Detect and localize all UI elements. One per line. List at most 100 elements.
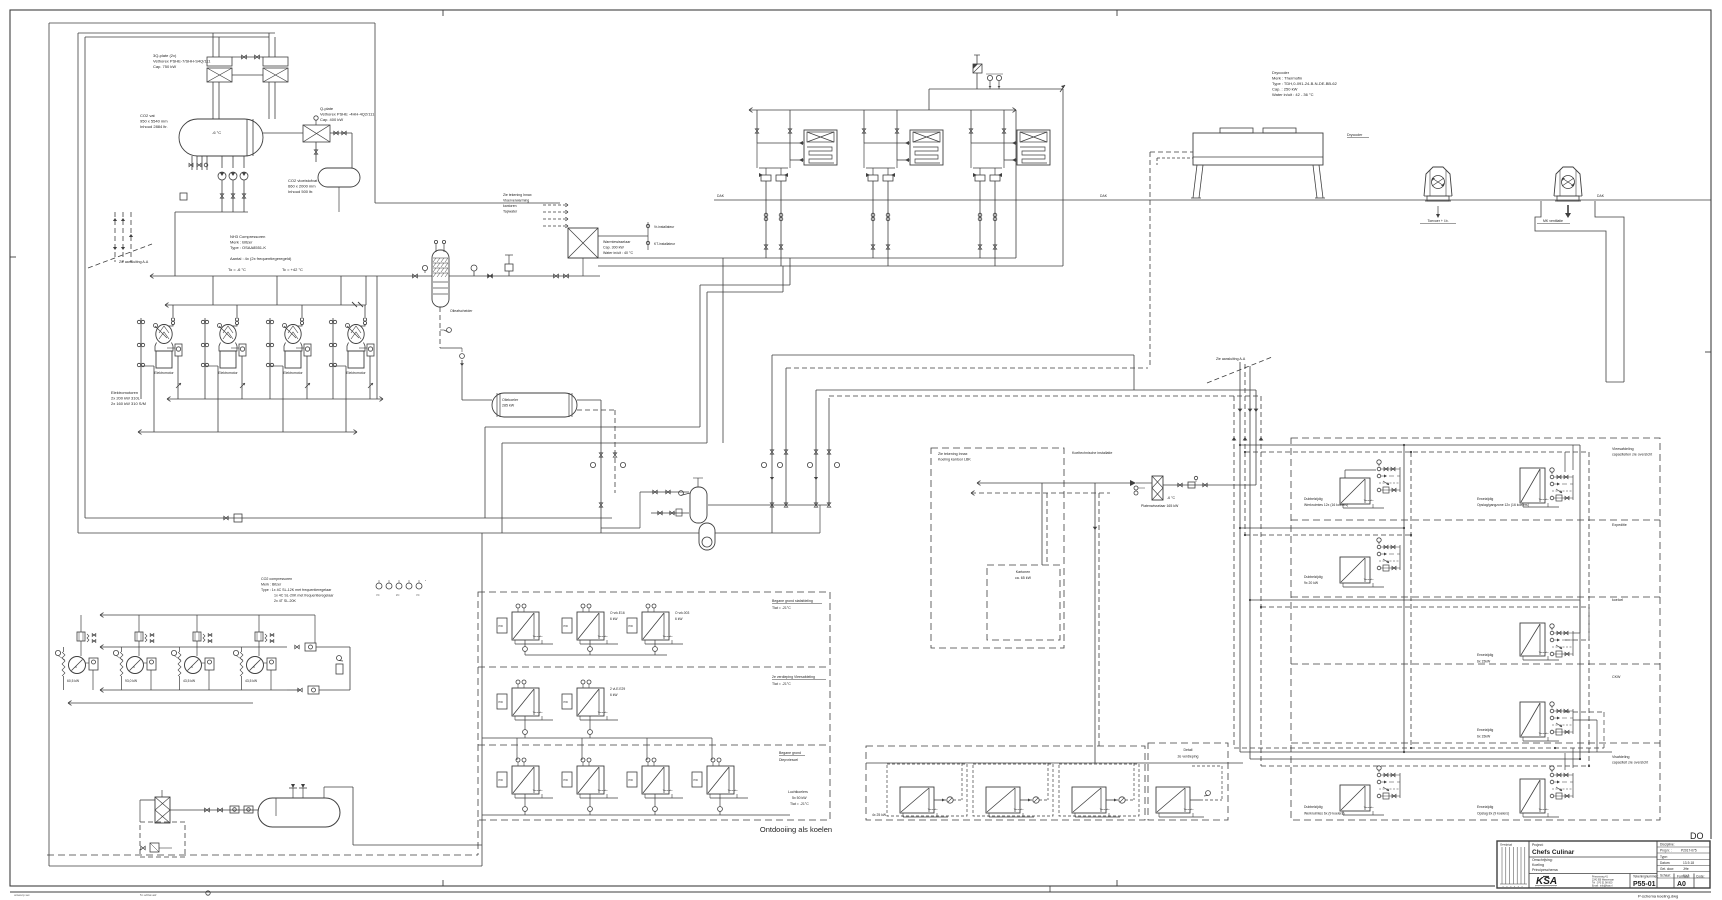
svg-text:DAK: DAK <box>1597 194 1605 198</box>
svg-text:a: a <box>1506 886 1508 888</box>
svg-text:Merk : Bitzer: Merk : Bitzer <box>230 240 253 245</box>
svg-text:Water in/uit : 42 - 36 °C: Water in/uit : 42 - 36 °C <box>1272 92 1314 97</box>
svg-text:°: ° <box>425 579 427 583</box>
svg-text:Thermofin: Thermofin <box>1364 578 1375 581</box>
svg-text:43,5 kW: 43,5 kW <box>183 679 196 683</box>
svg-text:PID: PID <box>629 778 633 782</box>
svg-text:ca. 65 kW: ca. 65 kW <box>1015 576 1032 580</box>
svg-text:Formaat:: Formaat: <box>1677 875 1690 879</box>
svg-text:6x 15kW: 6x 15kW <box>1477 660 1491 664</box>
svg-text:6 kW: 6 kW <box>675 617 683 621</box>
svg-text:Elektromotor: Elektromotor <box>218 371 238 375</box>
svg-text:ontwerp set: ontwerp set <box>14 893 30 897</box>
svg-text:CKW: CKW <box>1612 675 1621 679</box>
svg-text:Chefs Culinar: Chefs Culinar <box>1532 849 1575 856</box>
svg-text:Type:: Type: <box>1660 855 1668 859</box>
svg-text:Project:: Project: <box>1532 843 1544 847</box>
svg-text:Thermofin: Thermofin <box>663 789 674 792</box>
svg-text:a: a <box>1522 886 1524 888</box>
svg-text:ZC: ZC <box>396 593 400 597</box>
svg-text:Thermofin: Thermofin <box>1539 651 1550 654</box>
svg-text:Koeltechnische installatie: Koeltechnische installatie <box>1072 451 1112 455</box>
svg-text:Zie aansluiting A-A: Zie aansluiting A-A <box>1216 357 1246 361</box>
svg-text:Thermofin: Thermofin <box>1539 498 1550 501</box>
svg-text:5.t a/Oat asf: 5.t a/Oat asf <box>140 893 157 897</box>
svg-text:Elektromotor: Elektromotor <box>283 371 303 375</box>
svg-text:C: C <box>75 665 78 669</box>
svg-text:Begane grond: Begane grond <box>779 751 801 755</box>
svg-text:Ontdooiing als koelen: Ontdooiing als koelen <box>760 825 832 834</box>
svg-text:DAK: DAK <box>717 194 725 198</box>
svg-text:660 x 2000 mm: 660 x 2000 mm <box>288 184 316 189</box>
svg-text:Dubbelzijdig: Dubbelzijdig <box>1304 575 1323 579</box>
svg-text:-6 °C: -6 °C <box>1167 496 1175 500</box>
svg-text:a: a <box>1510 886 1512 888</box>
svg-text:Thermofin: Thermofin <box>1184 808 1195 811</box>
svg-text:Opslag/gangzone 12x (16 koeler: Opslag/gangzone 12x (16 koelers) <box>1477 503 1529 507</box>
svg-text:Dubbelzijdig: Dubbelzijdig <box>1304 497 1323 501</box>
svg-text:Thermofin: Thermofin <box>1539 732 1550 735</box>
svg-text:Detail: Detail <box>1184 748 1193 752</box>
svg-text:n.v.t.: n.v.t. <box>1683 874 1690 878</box>
svg-text:a: a <box>1514 886 1516 888</box>
svg-text:Opslag 8x (9 koelers): Opslag 8x (9 koelers) <box>1477 812 1509 816</box>
svg-text:Thermofin: Thermofin <box>1539 808 1550 811</box>
svg-text:Merk : Bitzer: Merk : Bitzer <box>261 583 282 587</box>
svg-text:Luchtkoelers: Luchtkoelers <box>788 790 808 794</box>
svg-text:1x 4C SL-20K met frequentiereg: 1x 4C SL-20K met frequentieregelaar <box>274 594 334 598</box>
svg-text:2e verdieping Vleesafdeling: 2e verdieping Vleesafdeling <box>772 675 815 679</box>
svg-text:Werkruimtes 6x (9 koelers): Werkruimtes 6x (9 koelers) <box>1304 812 1344 816</box>
svg-text:2 vLE.E29: 2 vLE.E29 <box>610 687 625 691</box>
svg-text:Thermofin: Thermofin <box>728 789 739 792</box>
svg-text:To = -6 °C: To = -6 °C <box>228 267 246 272</box>
svg-text:Thermofin: Thermofin <box>1364 806 1375 809</box>
svg-text:Koeling kantoor LBK: Koeling kantoor LBK <box>938 458 971 462</box>
svg-text:Vr-installateur: Vr-installateur <box>654 225 675 229</box>
svg-text:CO2 vat: CO2 vat <box>140 113 156 118</box>
svg-text:Code:: Code: <box>1696 875 1705 879</box>
svg-text:Thermofin: Thermofin <box>1100 808 1111 811</box>
svg-text:PID: PID <box>499 700 503 704</box>
svg-text:P2017-075: P2017-075 <box>1681 849 1697 853</box>
svg-text:Inhoud 2884 ltr.: Inhoud 2884 ltr. <box>140 124 168 129</box>
svg-text:93,0 kW: 93,0 kW <box>125 679 138 683</box>
svg-text:Werkruimtes 12x (16 koelers): Werkruimtes 12x (16 koelers) <box>1304 503 1348 507</box>
svg-text:capaciteit zie overzicht: capaciteit zie overzicht <box>1612 761 1648 765</box>
svg-text:13-9-18: 13-9-18 <box>1683 861 1694 865</box>
svg-text:capaciteiten zie overzicht: capaciteiten zie overzicht <box>1612 453 1652 457</box>
svg-text:Vleesafdeling: Vleesafdeling <box>1612 447 1634 451</box>
svg-text:Q-plate: Q-plate <box>320 106 334 111</box>
svg-text:Warmtewisselaar: Warmtewisselaar <box>603 240 631 244</box>
svg-text:9x 20 kW: 9x 20 kW <box>1304 581 1319 585</box>
svg-text:Tlat = -21°C: Tlat = -21°C <box>772 682 791 686</box>
svg-text:Proj.nr. :: Proj.nr. : <box>1660 849 1672 853</box>
svg-text:Erweizijdig: Erweizijdig <box>1477 497 1493 501</box>
svg-text:Elektromotor: Elektromotor <box>346 371 366 375</box>
svg-text:Vethorex PSHE -4HH-4Q2/111: Vethorex PSHE -4HH-4Q2/111 <box>320 112 375 117</box>
svg-text:CO2 compressoren: CO2 compressoren <box>261 577 292 581</box>
svg-text:Erweizijdig: Erweizijdig <box>1477 653 1493 657</box>
svg-text:Thermofin: Thermofin <box>598 711 609 714</box>
svg-text:Thermofin: Thermofin <box>533 789 544 792</box>
svg-text:MK ventilatie: MK ventilatie <box>1543 219 1563 223</box>
svg-text:KT-installateur: KT-installateur <box>654 242 676 246</box>
svg-text:Begane grond stafafdeling: Begane grond stafafdeling <box>772 599 813 603</box>
svg-text:Olieafscheider: Olieafscheider <box>450 309 473 313</box>
svg-text:Platenwisselaar 165 kW: Platenwisselaar 165 kW <box>1141 504 1179 508</box>
svg-text:kantoren: kantoren <box>503 204 517 208</box>
svg-text:Gewijzigd: Gewijzigd <box>1500 843 1513 847</box>
svg-text:Diepvriescel: Diepvriescel <box>779 758 798 762</box>
svg-text:2e verdieping: 2e verdieping <box>1177 755 1198 759</box>
svg-text:koude- en klimaattechniek: koude- en klimaattechniek <box>1535 886 1556 889</box>
svg-text:Merk : Thermofin: Merk : Thermofin <box>1272 76 1302 81</box>
svg-text:Type : OSAA8551-K: Type : OSAA8551-K <box>230 245 266 250</box>
svg-text:Vethorex PSHE-7/SHH-S4Q/111: Vethorex PSHE-7/SHH-S4Q/111 <box>153 59 211 64</box>
svg-text:Drycooler: Drycooler <box>1272 70 1290 75</box>
svg-text:Koeling: Koeling <box>1532 863 1544 867</box>
svg-text:Vloerverwarming: Vloerverwarming <box>503 199 529 203</box>
svg-text:PID: PID <box>564 700 568 704</box>
svg-text:3Q-plate (2x): 3Q-plate (2x) <box>153 53 177 58</box>
svg-text:Tapwater: Tapwater <box>503 210 518 214</box>
svg-text:PID: PID <box>499 624 503 628</box>
svg-text:CO2 vloeistofvat: CO2 vloeistofvat <box>288 178 318 183</box>
